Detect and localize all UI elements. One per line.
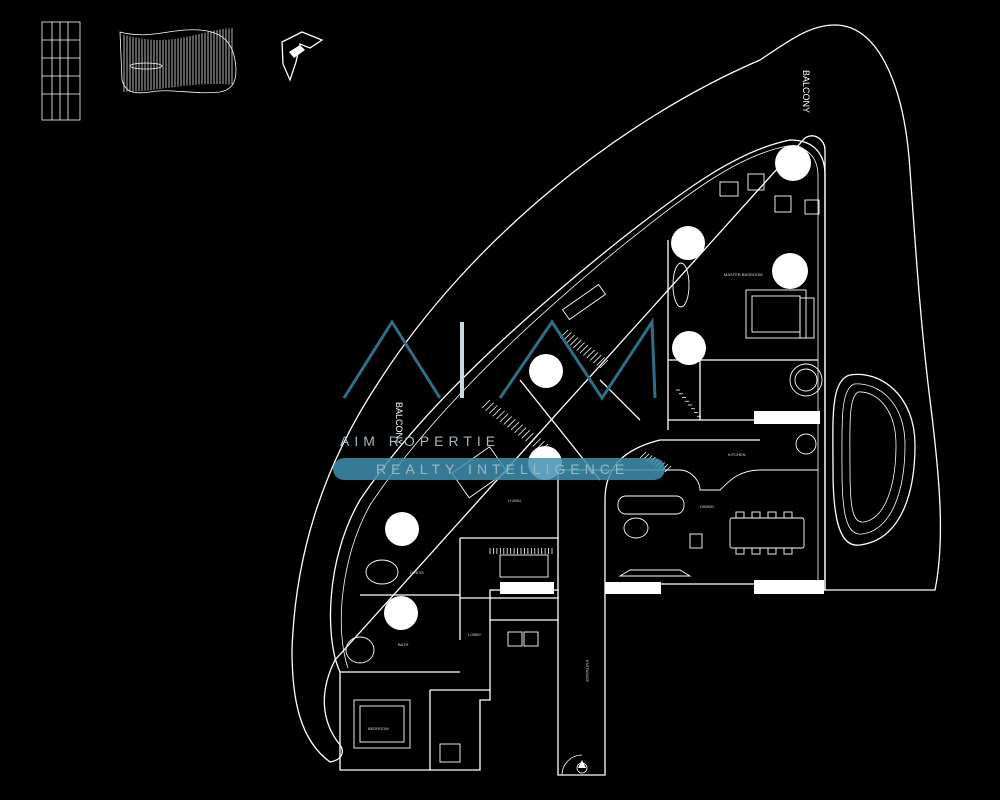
- hatch-line: [593, 354, 602, 364]
- windows: [500, 411, 824, 594]
- hatch-line: [639, 451, 647, 459]
- pool: [832, 373, 916, 546]
- marker-dot: [385, 512, 419, 546]
- balcony-outline: [291, 24, 942, 763]
- hatch-line: [596, 357, 605, 366]
- label-entrance: ENTRANCE: [585, 660, 590, 682]
- hatch-line: [481, 399, 491, 409]
- watermark: AIM ROPERTIE REALTY INTELLIGENCE: [333, 317, 665, 480]
- hatch-line: [499, 413, 509, 423]
- hatch-line: [579, 344, 589, 354]
- hatch-line: [514, 424, 523, 434]
- label-bath: BATH: [398, 642, 408, 647]
- label-kitchen: KITCHEN: [728, 452, 746, 457]
- balcony-label-east: BALCONY: [801, 70, 811, 113]
- entrance-arrow: [561, 754, 588, 776]
- label-dress: DRESS: [410, 570, 424, 575]
- hatch-line: [496, 410, 505, 420]
- watermark-tagline: REALTY INTELLIGENCE: [376, 461, 629, 477]
- hatch-line: [488, 405, 498, 414]
- hatch-line: [532, 438, 542, 447]
- hatch-line: [573, 339, 582, 349]
- label-dining: DINING: [700, 504, 714, 509]
- hatch-line: [492, 407, 502, 417]
- hatch-line: [503, 416, 513, 425]
- marker-dot: [672, 331, 706, 365]
- marker-dots: [384, 145, 811, 630]
- marker-dot: [671, 226, 705, 260]
- hatch-line: [569, 337, 579, 346]
- hatch-line: [517, 427, 527, 436]
- watermark-partial-text: AIM ROPERTIE: [340, 433, 500, 449]
- marker-dot: [775, 145, 811, 181]
- hatch-line: [583, 347, 592, 356]
- apartment-inner: [340, 145, 819, 669]
- watermark-band: [333, 458, 665, 480]
- hatch-line: [576, 342, 585, 351]
- label-lobby: LOBBY: [468, 632, 482, 637]
- legend-table: [41, 21, 81, 121]
- label-bedroom: BEDROOM: [368, 726, 389, 731]
- hatch-line: [485, 402, 494, 412]
- hatch-line: [599, 359, 609, 369]
- hatch-line: [510, 421, 520, 431]
- hatched-walls: [481, 329, 704, 554]
- key-plan-icon: [281, 31, 324, 82]
- label-living: LIVING: [508, 498, 521, 503]
- hatch-line: [525, 432, 534, 442]
- elevation-key: [119, 28, 237, 94]
- room-labels: BALCONY BALCONY MASTER BEDROOM LIVING DI…: [368, 70, 811, 731]
- hatch-line: [566, 334, 575, 344]
- watermark-letter-a: [342, 319, 442, 399]
- marker-dot: [772, 253, 808, 289]
- hatch-line: [586, 349, 595, 359]
- hatch-line: [589, 352, 599, 361]
- watermark-letter-m: [498, 317, 657, 401]
- marker-dot: [384, 596, 418, 630]
- hatch-line: [664, 465, 672, 473]
- hatch-line: [528, 435, 538, 445]
- label-master-bedroom: MASTER BEDROOM: [724, 272, 762, 277]
- hatch-line: [521, 429, 531, 439]
- marker-dot: [529, 354, 563, 388]
- hatch-line: [507, 418, 516, 428]
- furniture: [345, 173, 823, 763]
- apartment-outline: [329, 139, 826, 776]
- balcony-label-west: BALCONY: [394, 402, 404, 445]
